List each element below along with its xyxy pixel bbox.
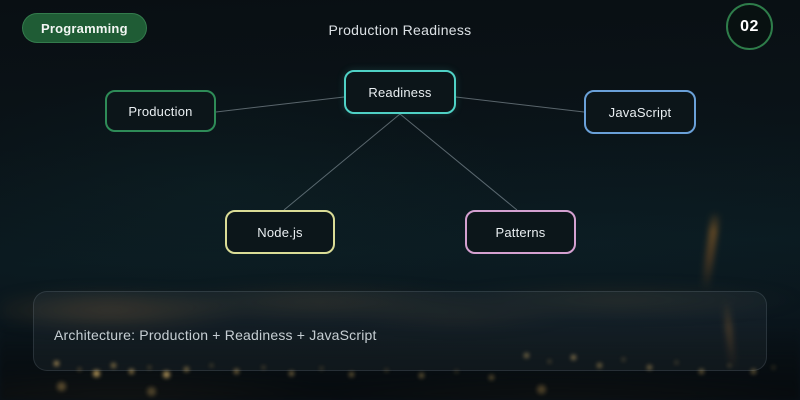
diagram-node-javascript[interactable]: JavaScript [584, 90, 696, 134]
category-badge: Programming [22, 13, 147, 43]
city-lights-decoration [0, 340, 3, 343]
hills-silhouette-decoration [0, 322, 800, 400]
slide-number-badge: 02 [726, 3, 773, 50]
diagram-node-nodejs[interactable]: Node.js [225, 210, 335, 254]
diagram-node-readiness[interactable]: Readiness [344, 70, 456, 114]
diagram-node-production[interactable]: Production [105, 90, 216, 132]
architecture-caption: Architecture: Production + Readiness + J… [54, 327, 377, 343]
page-title: Production Readiness [328, 22, 472, 38]
diagram-node-patterns[interactable]: Patterns [465, 210, 576, 254]
caption-panel: Architecture: Production + Readiness + J… [33, 291, 767, 371]
